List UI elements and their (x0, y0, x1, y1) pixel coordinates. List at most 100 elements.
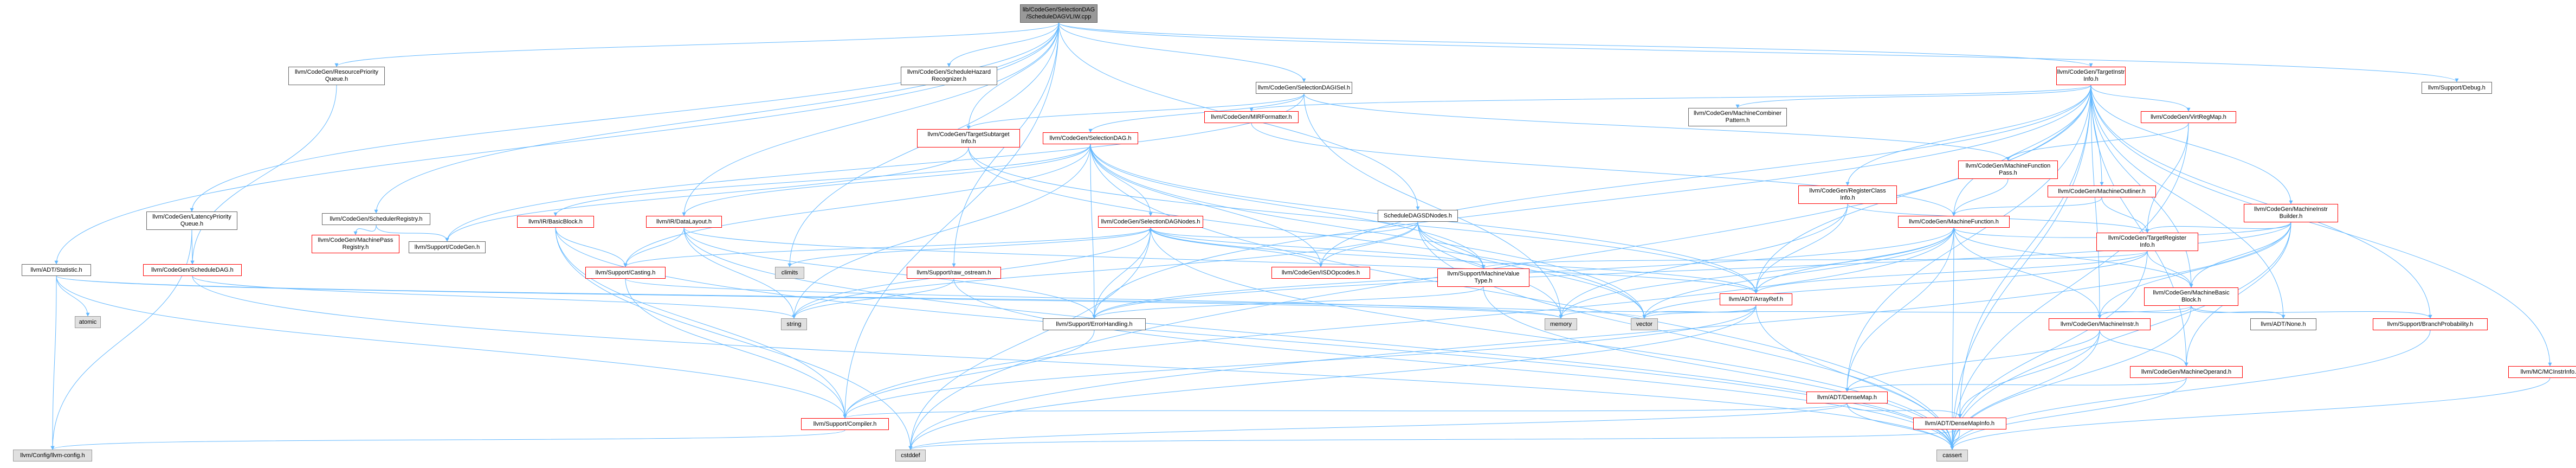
node-selection-dag[interactable]: llvm/CodeGen/SelectionDAG.h (1043, 132, 1138, 144)
node-root-schedule-dag-vliw-cpp: lib/CodeGen/SelectionDAG /ScheduleDAGVLI… (1020, 4, 1097, 23)
node-machine-combiner-pattern[interactable]: llvm/CodeGen/MachineCombiner Pattern.h (1688, 108, 1787, 126)
edge-ir-data-layout-to-adt-array-ref (683, 227, 1758, 294)
edge-root-schedule-dag-vliw-cpp-to-ir-data-layout (682, 22, 1059, 216)
edge-scheduler-registry-to-support-codegen (376, 225, 449, 242)
node-selection-dag-nodes[interactable]: llvm/CodeGen/SelectionDAGNodes.h (1098, 216, 1203, 228)
edge-adt-dense-map-to-support-compiler (843, 403, 1848, 419)
edge-support-raw-ostream-to-string (792, 278, 954, 319)
edge-tii-main-to-machine-combiner-pattern (1735, 85, 2091, 108)
edge-schedule-dag-sdnodes-to-vector (1417, 221, 1647, 319)
node-ir-basic-block[interactable]: llvm/IR/BasicBlock.h (517, 216, 594, 228)
edge-adt-array-ref-to-vector (1642, 305, 1757, 319)
node-machine-outliner[interactable]: llvm/CodeGen/MachineOutliner.h (2048, 185, 2156, 197)
node-machine-basic-block[interactable]: llvm/CodeGen/MachineBasic Block.h (2144, 287, 2238, 306)
node-scheduler-registry[interactable]: llvm/CodeGen/SchedulerRegistry.h (322, 213, 430, 225)
node-mc-instr-info[interactable]: llvm/MC/MCInstrInfo.h (2508, 366, 2576, 378)
node-machine-function[interactable]: llvm/CodeGen/MachineFunction.h (1898, 216, 2010, 228)
edge-root-schedule-dag-vliw-cpp-to-target-subtarget-info (966, 22, 1059, 130)
edge-latency-priority-queue-to-llvm-config (50, 229, 192, 450)
node-cstddef: cstddef (895, 450, 926, 461)
node-target-subtarget-info[interactable]: llvm/CodeGen/TargetSubtarget Info.h (917, 129, 1020, 148)
node-machine-instr[interactable]: llvm/CodeGen/MachineInstr.h (2049, 318, 2151, 330)
node-schedule-hazard-recognizer[interactable]: llvm/CodeGen/ScheduleHazard Recognizer.h (901, 67, 997, 85)
edge-support-casting-to-memory (625, 278, 1563, 319)
node-support-raw-ostream[interactable]: llvm/Support/raw_ostream.h (907, 267, 1001, 279)
node-resource-priority-queue[interactable]: llvm/CodeGen/ResourcePriority Queue.h (288, 67, 385, 85)
node-adt-dense-map[interactable]: llvm/ADT/DenseMap.h (1806, 392, 1888, 403)
node-dense-map-info[interactable]: llvm/ADT/DenseMapInfo.h (1913, 418, 2006, 429)
node-virt-reg-map[interactable]: llvm/CodeGen/VirtRegMap.h (2141, 111, 2236, 123)
edge-tii-main-to-isd-opcodes (1319, 85, 2091, 267)
edge-dense-map-info-to-cstddef (908, 429, 1960, 450)
edge-adt-statistic-to-vector (56, 275, 1647, 319)
edge-schedule-dag-sdnodes-to-string (792, 221, 1418, 319)
edge-ir-basic-block-to-support-compiler (555, 227, 847, 419)
node-support-compiler[interactable]: llvm/Support/Compiler.h (801, 418, 889, 430)
edge-machine-function-to-cassert (1950, 227, 1954, 450)
edge-mir-formatter-to-machine-function (1251, 123, 1956, 216)
edge-target-subtarget-info-to-support-codegen (445, 147, 969, 242)
edge-schedule-dag-sdnodes-to-selection-dag-nodes (1148, 221, 1418, 238)
edge-machine-function-to-memory (1559, 227, 1954, 319)
edge-machine-operand-to-adt-dense-map (1845, 377, 2187, 392)
edge-machine-instr-to-adt-dense-map (1845, 330, 2100, 392)
edge-adt-statistic-to-atomic (56, 275, 90, 317)
node-tii-main[interactable]: llvm/CodeGen/TargetInstr Info.h (2056, 67, 2126, 85)
edge-root-schedule-dag-vliw-cpp-to-tii-main (1058, 22, 2093, 67)
edge-machine-function-to-support-compiler (843, 227, 1954, 419)
node-adt-array-ref[interactable]: llvm/ADT/ArrayRef.h (1720, 293, 1792, 305)
node-schedule-dag[interactable]: llvm/CodeGen/ScheduleDAG.h (143, 264, 242, 276)
node-support-casting[interactable]: llvm/Support/Casting.h (585, 267, 666, 279)
node-mir-formatter[interactable]: llvm/CodeGen/MIRFormatter.h (1204, 111, 1299, 123)
edge-virt-reg-map-to-target-register-info (2145, 123, 2189, 233)
edge-machine-outliner-to-machine-function (1952, 197, 2102, 216)
node-machine-operand[interactable]: llvm/CodeGen/MachineOperand.h (2130, 366, 2243, 378)
node-branch-probability[interactable]: llvm/Support/BranchProbability.h (2373, 318, 2488, 330)
edge-adt-dense-map-to-cstddef (908, 403, 1848, 450)
edge-machine-instr-to-cassert (1950, 330, 2100, 450)
edge-support-error-handling-to-support-compiler (843, 330, 1095, 419)
edge-adt-array-ref-to-support-compiler (843, 305, 1757, 419)
node-register-class-info[interactable]: llvm/CodeGen/RegisterClass Info.h (1798, 185, 1897, 204)
edge-target-subtarget-info-to-adt-array-ref (968, 147, 1758, 294)
node-ir-data-layout[interactable]: llvm/IR/DataLayout.h (646, 216, 722, 228)
node-isd-opcodes[interactable]: llvm/CodeGen/ISDOpcodes.h (1271, 267, 1370, 279)
edge-tii-main-to-cstddef (908, 85, 2091, 450)
node-support-error-handling[interactable]: llvm/Support/ErrorHandling.h (1043, 318, 1146, 330)
node-support-debug[interactable]: llvm/Support/Debug.h (2422, 82, 2492, 94)
node-latency-priority-queue[interactable]: llvm/CodeGen/LatencyPriority Queue.h (146, 211, 237, 230)
edge-tii-main-to-machine-instr (2090, 85, 2102, 319)
edge-tii-main-to-mc-instr-info (2090, 85, 2552, 367)
node-machine-value-type[interactable]: llvm/Support/MachineValue Type.h (1437, 268, 1529, 287)
edge-schedule-dag-sdnodes-to-machine-value-type (1417, 221, 1486, 269)
edge-branch-probability-to-cassert (1950, 330, 2431, 450)
node-selection-dag-isel[interactable]: llvm/CodeGen/SelectionDAGISel.h (1256, 82, 1352, 94)
edge-adt-dense-map-to-cassert (1847, 403, 1954, 450)
edge-machine-function-to-machine-instr (1953, 227, 2102, 319)
edge-machine-operand-to-cassert (1950, 377, 2187, 450)
edge-support-casting-to-support-compiler (625, 278, 847, 419)
node-adt-statistic[interactable]: llvm/ADT/Statistic.h (22, 264, 91, 276)
node-machine-instr-builder[interactable]: llvm/CodeGen/MachineInstr Builder.h (2244, 204, 2338, 222)
node-memory: memory (1545, 318, 1577, 330)
node-support-codegen[interactable]: llvm/Support/CodeGen.h (409, 241, 486, 253)
edge-target-register-info-to-adt-array-ref (1754, 251, 2148, 294)
node-climits: climits (775, 267, 804, 279)
edge-machine-instr-builder-to-machine-instr (2097, 222, 2291, 319)
edge-schedule-dag-to-cassert (192, 275, 1954, 450)
node-adt-none[interactable]: llvm/ADT/None.h (2250, 318, 2316, 330)
node-machine-pass-registry[interactable]: llvm/CodeGen/MachinePass Registry.h (312, 235, 399, 253)
node-machine-function-pass[interactable]: llvm/CodeGen/MachineFunction Pass.h (1958, 161, 2058, 179)
edge-root-schedule-dag-vliw-cpp-to-latency-priority-queue (190, 22, 1059, 212)
edge-register-class-info-to-adt-array-ref (1754, 203, 1848, 294)
edge-target-register-info-to-machine-basic-block (2147, 251, 2193, 288)
edge-mc-instr-info-to-cassert (1950, 377, 2551, 450)
edge-tii-main-to-mir-formatter (1249, 85, 2091, 112)
edge-machine-instr-to-dense-map-info (1958, 330, 2100, 418)
node-target-register-info[interactable]: llvm/CodeGen/TargetRegister Info.h (2096, 233, 2198, 251)
edge-selection-dag-nodes-to-support-error-handling (1092, 227, 1151, 319)
edge-tii-main-to-machine-instr-builder (2090, 85, 2293, 204)
node-schedule-dag-sdnodes[interactable]: ScheduleDAGSDNodes.h (1378, 210, 1458, 222)
edge-tii-main-to-adt-dense-map (1845, 85, 2091, 392)
edge-machine-instr-to-machine-operand (2099, 330, 2188, 367)
